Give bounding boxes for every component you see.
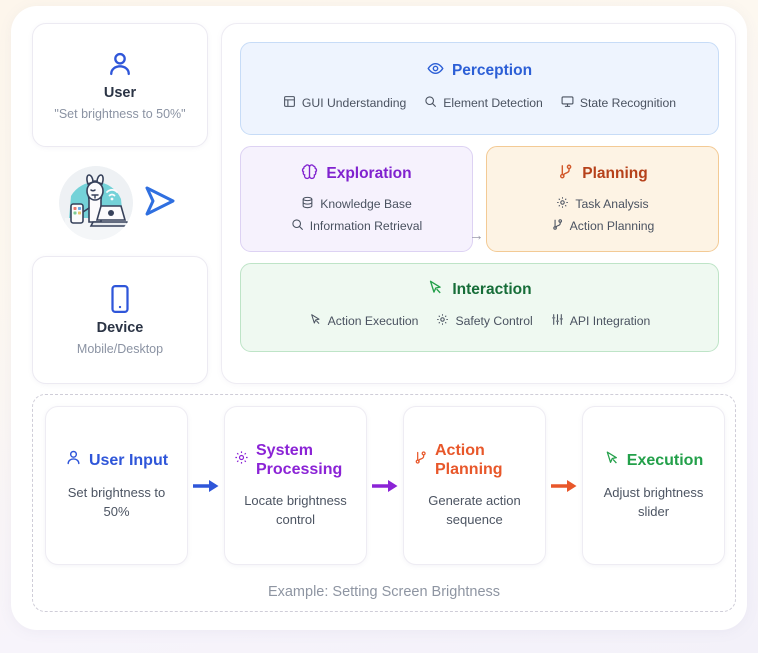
capability-item: GUI Understanding — [283, 95, 406, 111]
capability-item-label: GUI Understanding — [301, 96, 407, 110]
capability-item: Task Analysis — [556, 196, 649, 212]
capability-card-perception: Perception GUI Understanding — [240, 42, 719, 135]
database-icon — [301, 196, 314, 212]
right-arrow-icon: → — [469, 227, 484, 244]
mobile-device-icon — [107, 282, 133, 316]
exploration-title: Exploration — [326, 165, 412, 182]
planning-header: Planning — [557, 163, 648, 185]
left-column: User "Set brightness to 50%" — [32, 23, 210, 384]
flow-step-execution: Execution Adjust brightness slider — [582, 406, 725, 565]
flow-step-system-processing: System Processing Locate brightness cont… — [224, 406, 367, 565]
flow-step-description: Generate action sequence — [428, 493, 521, 528]
flow-step-description: Adjust brightness slider — [603, 484, 704, 519]
capability-item-label: State Recognition — [579, 96, 677, 110]
capability-item: Element Detection — [424, 95, 543, 111]
gear-icon — [234, 450, 249, 470]
flow-step-title: Action Planning — [435, 442, 503, 479]
right-arrow-icon — [549, 479, 579, 493]
flow-step-header: Action Planning — [413, 441, 536, 479]
gear-icon — [436, 313, 449, 329]
user-card: User "Set brightness to 50%" — [32, 23, 208, 147]
flow-caption: Example: Setting Screen Brightness — [267, 584, 501, 600]
capability-item: Information Retrieval — [291, 218, 422, 234]
flow-step-title: User Input — [88, 451, 169, 469]
git-branch-icon — [413, 450, 428, 470]
capability-card-exploration: Exploration Knowledge Base — [240, 146, 473, 252]
capability-card-planning: Planning Task Analysis — [486, 146, 719, 252]
flow-step-title: System Processing — [256, 442, 343, 479]
device-card: Device Mobile/Desktop — [32, 256, 208, 384]
perception-title: Perception — [451, 62, 533, 79]
capability-item-label: Action Planning — [569, 219, 655, 233]
flow-step-title: Execution — [626, 451, 704, 469]
user-card-title: User — [103, 84, 137, 101]
interaction-title: Interaction — [452, 281, 532, 298]
cursor-pointer-icon — [427, 279, 444, 301]
perception-header: Perception — [427, 60, 532, 82]
capability-item-label: Safety Control — [455, 314, 533, 328]
capability-item: Knowledge Base — [301, 196, 412, 212]
flow-step-description: Set brightness to 50% — [67, 485, 166, 520]
example-flow-section: User Input Set brightness to 50% System … — [32, 394, 736, 612]
cursor-pointer-icon — [604, 450, 620, 471]
git-branch-icon — [551, 218, 564, 234]
layout-panel-icon — [283, 95, 296, 111]
capability-item: Action Execution — [309, 313, 419, 329]
capability-item-label: Element Detection — [443, 96, 543, 110]
capability-item-label: Action Execution — [327, 314, 419, 328]
flow-steps-row: User Input Set brightness to 50% System … — [45, 406, 725, 565]
right-arrow-icon — [370, 479, 400, 493]
capability-item-label: Information Retrieval — [309, 219, 423, 233]
capability-item: API Integration — [551, 313, 651, 329]
device-card-subtitle: Mobile/Desktop — [76, 341, 164, 356]
eye-icon — [427, 60, 444, 82]
capabilities-panel: Perception GUI Understanding — [221, 23, 736, 384]
exploration-header: Exploration — [301, 163, 412, 185]
flow-step-header: User Input — [65, 449, 168, 471]
capability-item: State Recognition — [561, 95, 676, 111]
user-card-subtitle: "Set brightness to 50%" — [54, 106, 186, 121]
planning-title: Planning — [582, 165, 648, 182]
device-card-title: Device — [96, 319, 144, 336]
search-icon — [291, 218, 304, 234]
user-icon — [106, 47, 134, 81]
perception-items: GUI Understanding Element Detection — [283, 95, 676, 111]
brain-icon — [301, 163, 318, 185]
llama-mascot-icon — [59, 166, 133, 240]
right-arrow-icon — [191, 479, 221, 493]
flow-step-header: Execution — [604, 450, 703, 471]
flow-step-action-planning: Action Planning Generate action sequence — [403, 406, 546, 565]
capability-item-label: Task Analysis — [575, 197, 649, 211]
git-branch-icon — [557, 163, 574, 185]
flow-step-description: Locate brightness control — [244, 493, 347, 528]
capability-card-interaction: Interaction Action Execution — [240, 263, 719, 352]
search-icon — [424, 95, 437, 111]
capability-item-label: Knowledge Base — [320, 197, 412, 211]
interaction-items: Action Execution Safety Control — [309, 313, 651, 329]
capability-item: Action Planning — [551, 218, 655, 234]
cursor-pointer-icon — [309, 313, 322, 329]
diagram-container: User "Set brightness to 50%" — [11, 6, 747, 630]
user-icon — [65, 449, 82, 471]
exploration-items: Knowledge Base Information Retrieval — [291, 196, 422, 234]
gear-icon — [556, 196, 569, 212]
chevron-right-arrow-icon — [139, 178, 181, 229]
flow-step-header: System Processing — [234, 441, 357, 479]
monitor-icon — [561, 95, 574, 111]
capability-item: Safety Control — [436, 313, 533, 329]
flow-step-user-input: User Input Set brightness to 50% — [45, 406, 188, 565]
mascot-row — [32, 155, 208, 251]
interaction-header: Interaction — [427, 279, 532, 301]
planning-items: Task Analysis Action Planning — [551, 196, 655, 234]
sliders-icon — [551, 313, 564, 329]
capability-item-label: API Integration — [569, 314, 651, 328]
